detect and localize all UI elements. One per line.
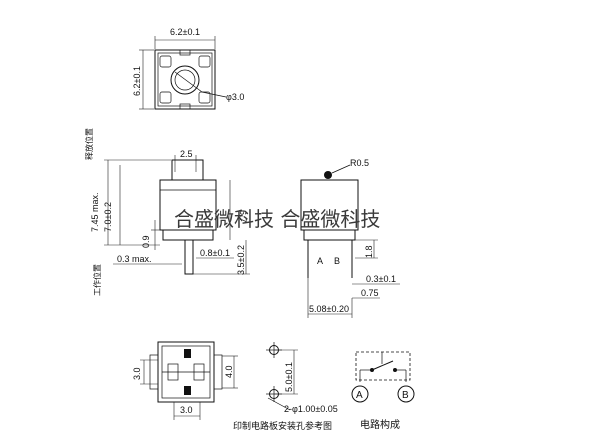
switch-blade [371, 360, 394, 371]
bottom-view: 3.0 4.0 3.0 [132, 341, 238, 420]
front-nub [324, 171, 332, 179]
release-position-label: 释放位置 [84, 128, 94, 160]
circuit-terminal-a: A [356, 390, 363, 401]
side-dim-6-7: 6.7 [238, 210, 248, 223]
terminal-a-circle [351, 385, 369, 403]
side-dim-7-0: 7.0±0.2 [103, 202, 113, 232]
pcb-view: 5.0±0.1 2-φ1.00±0.05 印制电路板安装孔参考图 [233, 342, 338, 431]
front-dim-0-75: 0.75 [361, 288, 379, 298]
top-height-label: 6.2±0.1 [132, 66, 142, 96]
bottom-dim-3-0: 3.0 [180, 405, 193, 415]
front-view: R0.5 A B 1.8 0.3±0.1 0.75 5.08±0.20 [300, 158, 400, 318]
front-r-label: R0.5 [350, 158, 369, 168]
circuit-caption: 电路构成 [360, 418, 400, 431]
pcb-hole-label: 2-φ1.00±0.05 [284, 404, 338, 414]
circuit-terminal-b: B [402, 390, 409, 401]
watermark-text: 合盛微科技 合盛微科技 [174, 207, 380, 231]
operating-position-label: 工作位置 [92, 264, 102, 296]
side-dim-0-8: 0.8±0.1 [200, 248, 230, 258]
side-actuator [171, 159, 204, 181]
side-view: 释放位置 工作位置 2.5 7.45 max. 7.0±0.2 0.9 0.3 … [84, 128, 250, 296]
terminal-b-circle [397, 385, 415, 403]
top-width-label: 6.2±0.1 [170, 27, 200, 37]
top-actuator [170, 65, 200, 95]
bottom-dim-3-0-left: 3.0 [132, 367, 142, 380]
bottom-dim-4-0: 4.0 [224, 365, 234, 378]
front-terminal-a: A [317, 256, 323, 266]
side-dim-3-5: 3.5±0.2 [236, 245, 246, 275]
side-dim-0-9: 0.9 [141, 235, 151, 248]
front-terminal-b: B [334, 256, 340, 266]
side-dim-0-3: 0.3 max. [117, 254, 152, 264]
pcb-dim-5-0: 5.0±0.1 [284, 362, 294, 392]
front-dim-1-8: 1.8 [364, 245, 374, 258]
top-view: 6.2±0.1 6.2±0.1 φ3.0 [132, 27, 244, 110]
circuit-view: A B 电路构成 [351, 351, 415, 431]
front-dim-5-08: 5.08±0.20 [309, 304, 349, 314]
side-dim-2-5: 2.5 [180, 149, 193, 159]
side-lead [184, 239, 194, 275]
top-diameter-label: φ3.0 [226, 92, 244, 102]
side-dim-7-45: 7.45 max. [90, 192, 100, 232]
pcb-caption: 印制电路板安装孔参考图 [233, 420, 332, 431]
front-dim-0-3: 0.3±0.1 [366, 274, 396, 284]
